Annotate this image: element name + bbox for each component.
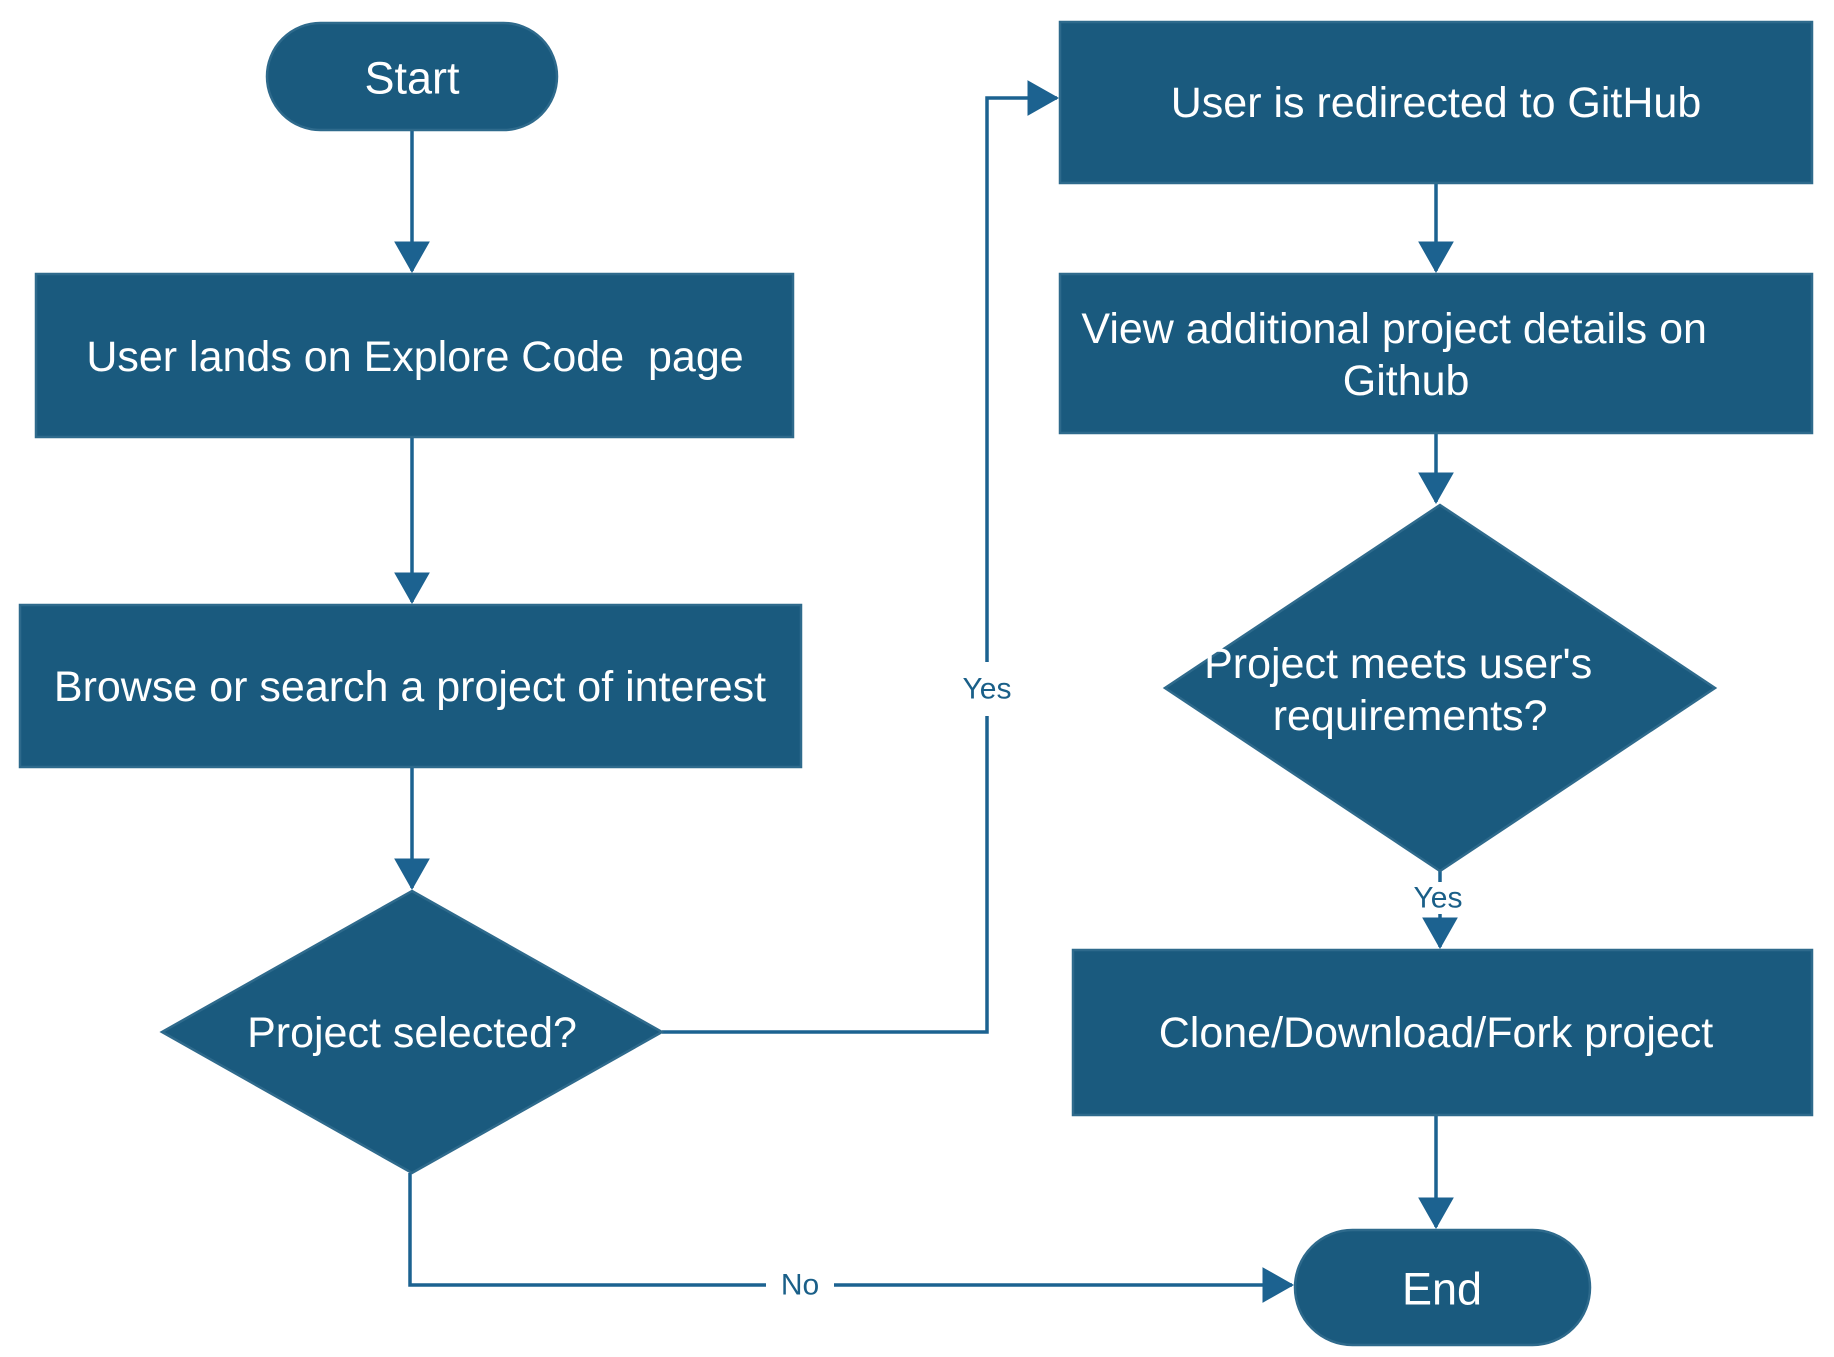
node-browse-or-search: Browse or search a project of interest bbox=[18, 603, 803, 769]
browse-process-shape bbox=[18, 603, 803, 769]
meets-requirements-diamond-shape bbox=[1162, 503, 1718, 873]
redirect-label: User is redirected to GitHub bbox=[1171, 79, 1702, 127]
end-label: End bbox=[1402, 1264, 1482, 1315]
meets-requirements-label: Project meets user's requirements? bbox=[0, 0, 1676, 740]
start-label: Start bbox=[364, 53, 460, 104]
meets-requirements-label-line1: Project meets user's bbox=[1204, 640, 1592, 688]
edge-selected-yes-upper-segment bbox=[985, 98, 1057, 662]
project-selected-label: Project selected? bbox=[247, 1009, 577, 1057]
node-project-selected-decision: Project selected? bbox=[159, 889, 665, 1175]
start-terminator-shape bbox=[265, 21, 559, 132]
view-details-label: View additional project details on Githu… bbox=[0, 0, 1791, 405]
clone-process-shape bbox=[1071, 948, 1814, 1117]
node-end: End bbox=[1293, 1228, 1592, 1347]
view-details-process-shape bbox=[1058, 272, 1814, 435]
node-land-on-explore-code: User lands on Explore Code page bbox=[34, 272, 795, 439]
project-selected-diamond-shape bbox=[159, 889, 665, 1175]
node-redirected-to-github: User is redirected to GitHub bbox=[1058, 20, 1814, 185]
view-details-label-line2: Github bbox=[1343, 357, 1470, 405]
land-process-shape bbox=[34, 272, 795, 439]
node-start: Start bbox=[265, 21, 559, 132]
redirect-process-shape bbox=[1058, 20, 1814, 185]
edge-selected-yes-lower-segment bbox=[662, 716, 989, 1034]
node-view-additional-details: View additional project details on Githu… bbox=[0, 0, 1814, 435]
edge-label-selected-no: No bbox=[781, 1269, 819, 1302]
end-terminator-shape bbox=[1293, 1228, 1592, 1347]
edge-label-selected-yes: Yes bbox=[963, 673, 1012, 706]
edge-label-meets-yes: Yes bbox=[1414, 882, 1463, 915]
meets-requirements-label-line2: requirements? bbox=[1273, 692, 1548, 740]
edges: Yes Yes No bbox=[410, 98, 1462, 1302]
edge-selected-no-left-segment bbox=[408, 1173, 766, 1287]
node-clone-download-fork: Clone/Download/Fork project bbox=[1071, 948, 1814, 1117]
clone-label: Clone/Download/Fork project bbox=[1159, 1009, 1714, 1057]
browse-label: Browse or search a project of interest bbox=[54, 663, 766, 711]
land-label: User lands on Explore Code page bbox=[86, 333, 743, 381]
node-meets-requirements-decision: Project meets user's requirements? bbox=[0, 0, 1718, 873]
view-details-label-line1: View additional project details on bbox=[1081, 305, 1707, 353]
